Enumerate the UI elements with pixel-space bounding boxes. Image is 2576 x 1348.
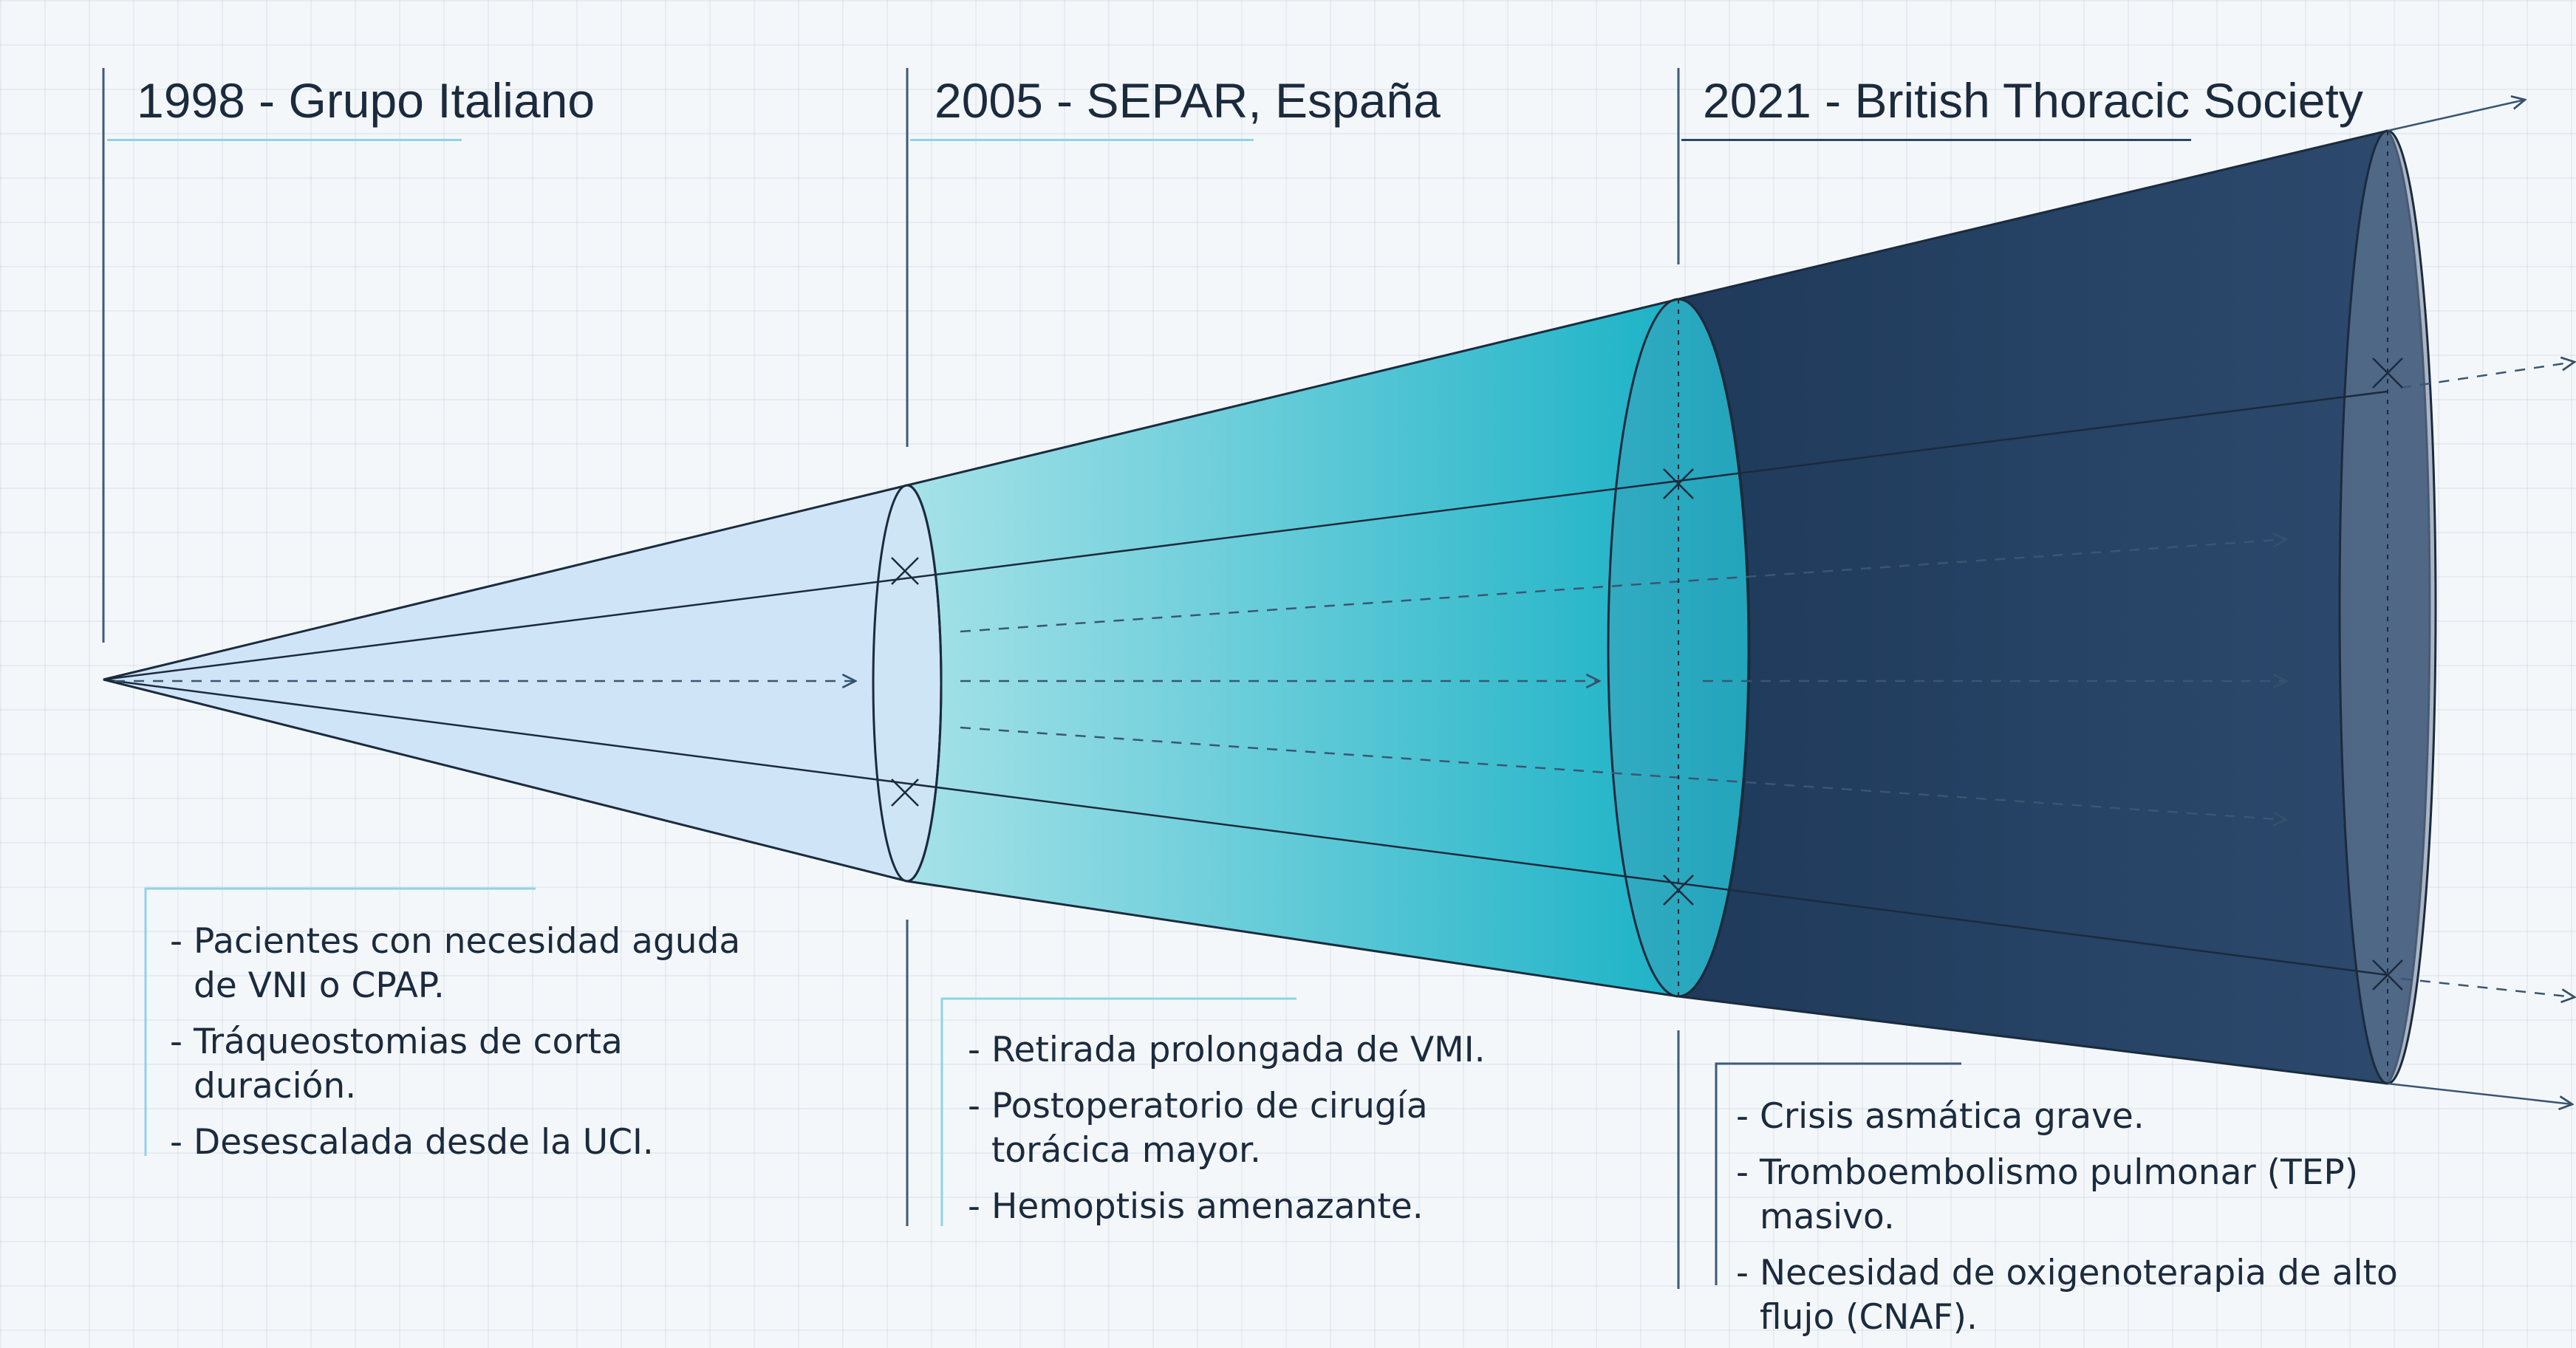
- bullet-list-2021: Crisis asmática grave. Tromboembolismo p…: [1736, 1095, 2445, 1348]
- bullet-list-2005: Retirada prolongada de VMI. Postoperator…: [968, 1028, 1544, 1241]
- era-title-1998: 1998 - Grupo Italiano: [137, 73, 595, 128]
- list-item: Postoperatorio de cirugía torácica mayor…: [968, 1084, 1544, 1173]
- list-item: Desescalada desde la UCI.: [170, 1121, 776, 1165]
- cross-section-1998: [872, 484, 943, 883]
- outer-arrow-lines: [2387, 100, 2572, 1104]
- solid-ray-lines: [103, 390, 2388, 976]
- bullet-list-1998: Pacientes con necesidad aguda de VNI o C…: [170, 920, 776, 1177]
- list-item: Tromboembolismo pulmonar (TEP) masivo.: [1736, 1151, 2445, 1239]
- cross-tick-marks: [891, 357, 2403, 991]
- list-item: Crisis asmática grave.: [1736, 1095, 2445, 1139]
- list-brackets: [144, 887, 1296, 1226]
- list-item: Tráqueostomias de corta duración.: [170, 1020, 776, 1109]
- cone-segment-1998: [103, 484, 943, 883]
- dashed-arrow-lines: [115, 362, 2575, 997]
- list-item: Necesidad de oxigenoterapia de alto fluj…: [1736, 1251, 2445, 1340]
- list-item: Pacientes con necesidad aguda de VNI o C…: [170, 920, 776, 1008]
- cone-segment-2021: [1678, 129, 2431, 1085]
- era-title-2005: 2005 - SEPAR, España: [935, 73, 1441, 128]
- list-item: Hemoptisis amenazante.: [968, 1185, 1544, 1229]
- list-item: Retirada prolongada de VMI.: [968, 1028, 1544, 1072]
- title-underline-2021: [1681, 139, 2191, 141]
- list-bracket-3: [1715, 1062, 1961, 1285]
- era-title-2021: 2021 - British Thoracic Society: [1703, 73, 2363, 128]
- title-underline-1998: [107, 139, 462, 141]
- title-underline-2005: [910, 139, 1254, 141]
